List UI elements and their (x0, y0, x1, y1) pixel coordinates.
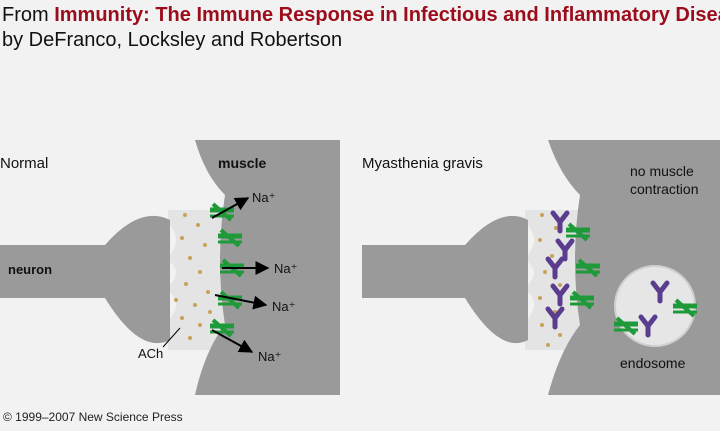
sodium-label: Na⁺ (252, 190, 275, 205)
endosome-label: endosome (620, 355, 686, 371)
sodium-arrows (211, 197, 270, 353)
sodium-label: Na⁺ (274, 261, 297, 276)
citation-header: From Immunity: The Immune Response in In… (2, 2, 720, 52)
no-contraction-note: no muscle (630, 163, 694, 179)
neuron-terminal (362, 215, 528, 344)
neuron-label: neuron (8, 262, 52, 277)
sodium-label: Na⁺ (272, 299, 295, 314)
copyright-notice: © 1999–2007 New Science Press (3, 410, 183, 424)
sodium-label: Na⁺ (258, 349, 281, 364)
citation-line: From Immunity: The Immune Response in In… (2, 2, 720, 28)
myasthenia-title: Myasthenia gravis (362, 155, 483, 172)
authors: by DeFranco, Locksley and Robertson (2, 29, 343, 51)
normal-panel: Normal muscle neuron ACh Na⁺ Na⁺ Na⁺ Na⁺ (0, 140, 340, 395)
myasthenia-panel: Myasthenia gravis no muscle contraction … (362, 140, 720, 395)
ach-leader-line (162, 327, 181, 348)
neuron-terminal (0, 215, 170, 344)
acetylcholine-molecules (174, 213, 212, 340)
normal-title: Normal (0, 155, 48, 172)
citation-prefix: From (2, 4, 55, 26)
muscle-label: muscle (218, 155, 266, 171)
acetylcholine-molecules (538, 213, 562, 347)
book-title: Immunity: The Immune Response in Infecti… (54, 4, 720, 26)
ach-label: ACh (138, 346, 163, 361)
no-contraction-note: contraction (630, 181, 698, 197)
